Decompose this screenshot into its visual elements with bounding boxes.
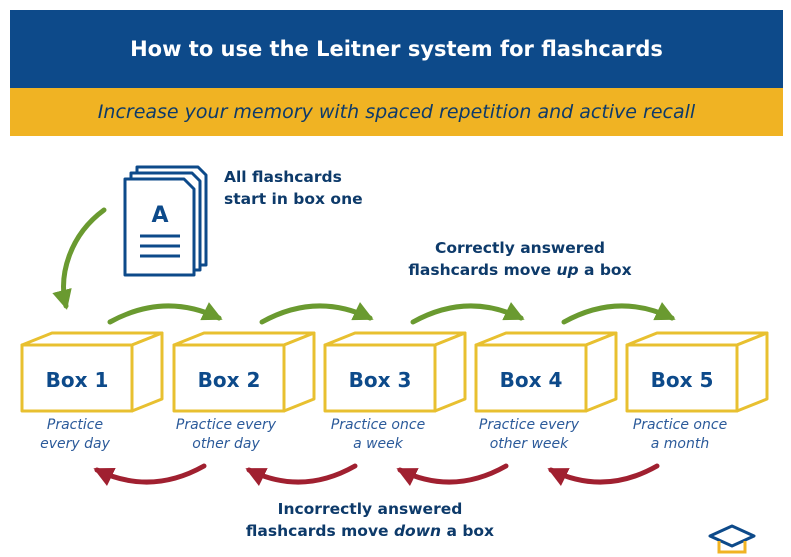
down-arrow-4-to-3 bbox=[396, 463, 509, 487]
box-5 bbox=[625, 331, 769, 413]
page-title: How to use the Leitner system for flashc… bbox=[10, 10, 783, 88]
box-3-label: Box 3 bbox=[348, 368, 412, 392]
box-1 bbox=[20, 331, 164, 413]
box-5-note: Practice once a month bbox=[615, 416, 745, 454]
tagline-text: Increase your memory with spaced repetit… bbox=[97, 101, 696, 123]
flashcard-stack-icon bbox=[123, 165, 208, 277]
box-3-note-line2: a week bbox=[353, 436, 403, 452]
box-2-label: Box 2 bbox=[197, 368, 261, 392]
incorrect-label-line1: Incorrectly answered bbox=[277, 500, 463, 518]
down-arrow-2-to-1 bbox=[93, 463, 207, 486]
box-3 bbox=[323, 331, 467, 413]
correct-label: Correctly answered flashcards move up a … bbox=[395, 237, 645, 281]
box-4-note-line1: Practice every bbox=[478, 417, 580, 433]
box-3-note: Practice once a week bbox=[313, 416, 443, 454]
box-1-note: Practice every day bbox=[10, 416, 140, 454]
box-5-note-line2: a month bbox=[650, 436, 710, 452]
box-4-label: Box 4 bbox=[499, 368, 563, 392]
incorrect-label-line2: flashcards move down a box bbox=[245, 520, 495, 542]
start-label-line2: start in box one bbox=[224, 190, 363, 208]
start-arrow bbox=[52, 207, 107, 310]
flashcard-letter: A bbox=[151, 203, 168, 228]
box-5-label: Box 5 bbox=[650, 368, 714, 392]
box-4-note: Practice every other week bbox=[464, 416, 594, 454]
incorrect-label-emphasis: down bbox=[393, 522, 442, 540]
correct-label-text-a: flashcards move bbox=[408, 261, 557, 279]
incorrect-label: Incorrectly answered flashcards move dow… bbox=[245, 498, 495, 542]
box-2-note-line2: other day bbox=[192, 436, 260, 452]
box-1-note-line1: Practice bbox=[46, 417, 104, 433]
down-arrow-5-to-4 bbox=[547, 463, 660, 487]
up-arrow-3-to-4 bbox=[410, 302, 525, 325]
correct-label-emphasis: up bbox=[556, 261, 579, 279]
incorrect-label-text-a: flashcards move bbox=[245, 522, 394, 540]
up-arrow-1-to-2 bbox=[107, 302, 223, 325]
box-2-note: Practice every other day bbox=[161, 416, 291, 454]
correct-label-text-b: a box bbox=[578, 261, 632, 279]
box-2-note-line1: Practice every bbox=[175, 417, 277, 433]
box-1-label: Box 1 bbox=[45, 368, 109, 392]
up-arrow-4-to-5 bbox=[561, 302, 676, 325]
start-label: All flashcards start in box one bbox=[224, 166, 363, 210]
correct-label-line1: Correctly answered bbox=[434, 239, 606, 257]
box-3-note-line1: Practice once bbox=[330, 417, 426, 433]
flashcard-lines bbox=[140, 234, 180, 258]
incorrect-label-text-b: a box bbox=[441, 522, 495, 540]
box-1-note-line2: every day bbox=[40, 436, 110, 452]
box-5-note-line1: Practice once bbox=[632, 417, 728, 433]
down-arrow-3-to-2 bbox=[245, 463, 358, 487]
page-title-text: How to use the Leitner system for flashc… bbox=[130, 37, 663, 61]
box-2 bbox=[172, 331, 316, 413]
box-4 bbox=[474, 331, 618, 413]
up-arrow-2-to-3 bbox=[259, 302, 374, 325]
tagline-banner: Increase your memory with spaced repetit… bbox=[10, 88, 783, 136]
correct-label-line2: flashcards move up a box bbox=[395, 259, 645, 281]
start-label-line1: All flashcards bbox=[224, 168, 342, 186]
graduation-cap-icon bbox=[708, 524, 756, 554]
box-4-note-line2: other week bbox=[489, 436, 569, 452]
